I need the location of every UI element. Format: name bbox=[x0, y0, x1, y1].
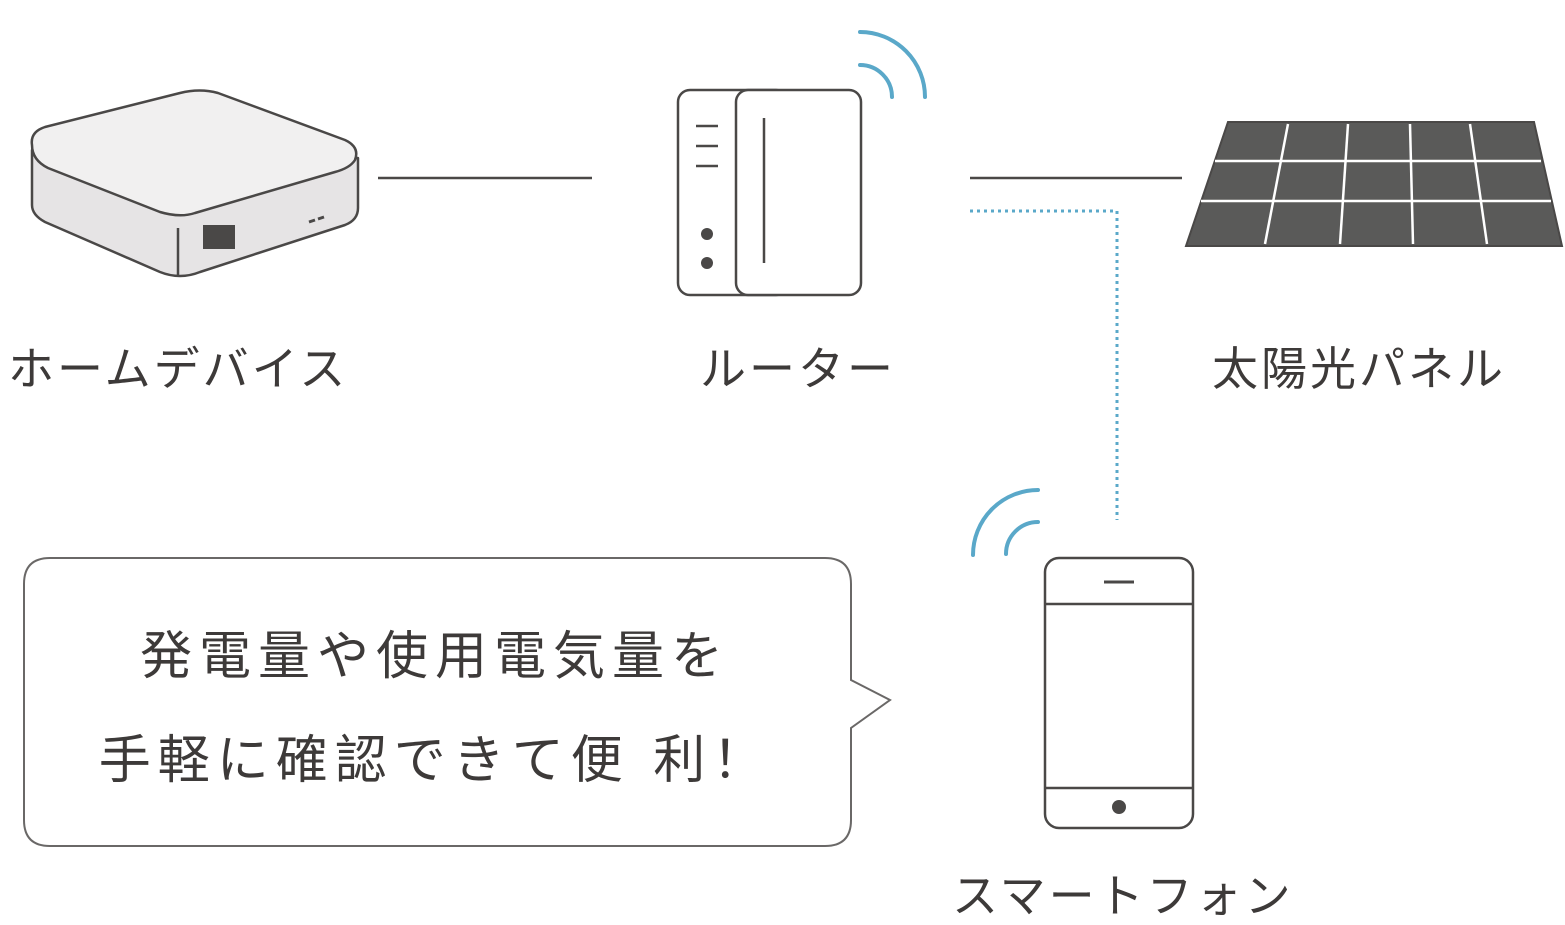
router-wifi-icon bbox=[858, 30, 927, 99]
router-label: ルーター bbox=[700, 342, 896, 396]
solar-panel-icon bbox=[1184, 121, 1564, 247]
home-device-label: ホームデバイス bbox=[8, 342, 349, 396]
solar-panel-label: 太陽光パネル bbox=[1212, 342, 1506, 396]
smartphone-icon bbox=[1043, 556, 1195, 830]
home-device-icon bbox=[30, 89, 360, 278]
smartphone-wifi-icon bbox=[971, 488, 1040, 557]
connector-router-smartphone bbox=[970, 209, 1119, 520]
router-icon bbox=[676, 88, 863, 297]
smartphone-label: スマートフォン bbox=[952, 869, 1294, 923]
speech-bubble bbox=[23, 557, 892, 847]
bubble-line-2: 手軽に確認できて便 利！ bbox=[98, 731, 772, 791]
bubble-line-1: 発電量や使用電気量を bbox=[139, 627, 730, 687]
